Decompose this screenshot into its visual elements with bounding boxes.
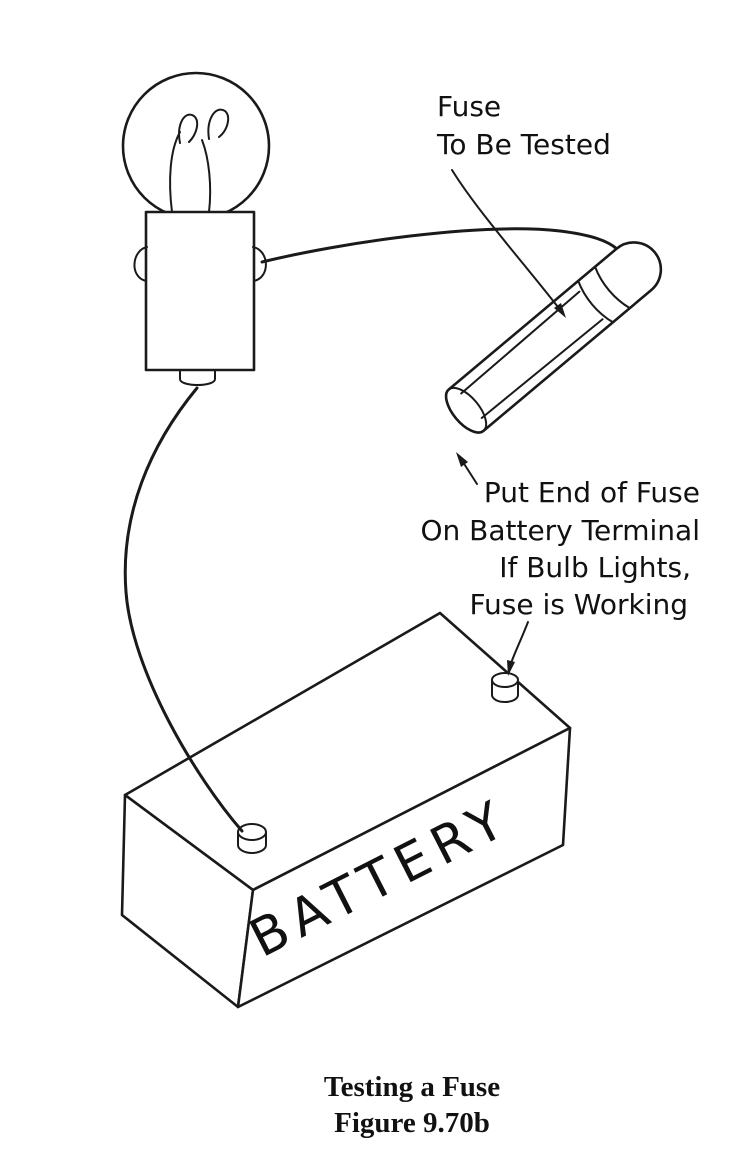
wire-socket-to-fuse [260, 227, 619, 264]
bulb-socket [133, 210, 267, 386]
battery-right-face [236, 726, 572, 1009]
fuse-label-line1: Fuse [437, 90, 501, 123]
fuse-cap-band-inner [577, 279, 614, 324]
caption-figure-number: Figure 9.70b [334, 1107, 490, 1139]
socket-ear-left [133, 246, 148, 282]
bulb-note-line2: Fuse is Working [469, 588, 688, 621]
bulb-filament [169, 108, 230, 213]
fuse-label-line2: To Be Tested [436, 128, 611, 161]
arrow-terminal-pointer [507, 621, 529, 676]
arrow-fuse-pointer [451, 169, 566, 318]
light-bulb-glass [121, 71, 271, 221]
wire-socket-to-battery [123, 386, 244, 833]
terminal-note-line1: Put End of Fuse [484, 476, 700, 509]
battery-box: BATTERY [120, 611, 572, 1009]
bulb-globe [121, 71, 271, 221]
fuse-cap-band-outer [594, 265, 631, 310]
socket-bottom-contact [179, 369, 216, 386]
arrow-fuse-end-pointer [456, 452, 478, 485]
socket-ear-right [252, 246, 267, 282]
fuse [444, 241, 663, 434]
bulb-note-line1: If Bulb Lights, [499, 551, 691, 584]
fuse-glass-line-top [480, 318, 604, 419]
fuse-tube [444, 241, 663, 434]
socket-body [144, 210, 256, 372]
battery-terminal-right [491, 672, 519, 703]
caption-title: Testing a Fuse [324, 1071, 500, 1103]
battery-terminal-left [237, 823, 267, 854]
terminal-note-line2: On Battery Terminal [420, 514, 700, 547]
